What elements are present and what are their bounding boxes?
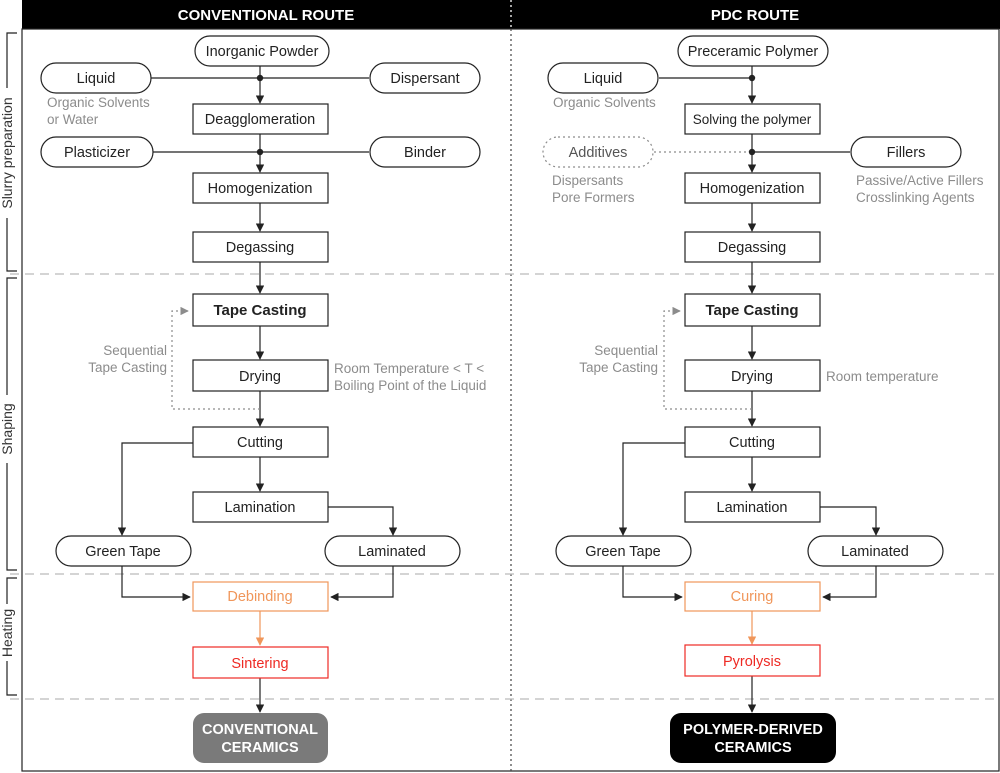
additives-note-line1: Dispersants: [552, 173, 624, 188]
node-lamination: Lamination: [192, 491, 329, 523]
node-fillers: Fillers: [850, 136, 962, 168]
svg-text:Green Tape: Green Tape: [85, 544, 161, 560]
node-pdc-cutting: Cutting: [684, 426, 821, 458]
svg-text:Degassing: Degassing: [718, 240, 787, 256]
node-curing: Curing: [684, 581, 821, 612]
node-pdc-lamination: Lamination: [684, 491, 821, 523]
node-pdc-tape-casting: Tape Casting: [684, 293, 821, 327]
fillers-note-line2: Crosslinking Agents: [856, 190, 975, 205]
svg-text:Liquid: Liquid: [77, 71, 116, 87]
node-homogenization: Homogenization: [192, 172, 329, 204]
svg-text:Laminated: Laminated: [358, 544, 426, 560]
pdc-route-header: PDC ROUTE: [711, 7, 799, 24]
node-conventional-ceramics: CONVENTIONAL CERAMICS: [193, 713, 328, 763]
additives-note-line2: Pore Formers: [552, 190, 635, 205]
svg-text:Solving the polymer: Solving the polymer: [693, 112, 812, 127]
node-pdc-green-tape: Green Tape: [555, 535, 692, 567]
svg-text:Plasticizer: Plasticizer: [64, 145, 130, 161]
svg-text:Liquid: Liquid: [584, 71, 623, 87]
svg-text:CONVENTIONAL: CONVENTIONAL: [202, 722, 318, 738]
svg-text:Drying: Drying: [239, 369, 281, 385]
svg-text:Cutting: Cutting: [237, 435, 283, 451]
svg-text:Homogenization: Homogenization: [700, 181, 805, 197]
svg-text:Additives: Additives: [569, 145, 628, 161]
svg-text:Pyrolysis: Pyrolysis: [723, 654, 781, 670]
svg-text:POLYMER-DERIVED: POLYMER-DERIVED: [683, 722, 823, 738]
svg-text:Tape Casting: Tape Casting: [213, 302, 306, 319]
node-solving-polymer: Solving the polymer: [684, 103, 821, 135]
node-pdc-drying: Drying: [684, 359, 821, 392]
svg-text:Tape Casting: Tape Casting: [705, 302, 798, 319]
node-additives: Additives: [542, 136, 654, 168]
node-drying: Drying: [192, 359, 329, 392]
stage-bracket-shaping: [6, 277, 17, 571]
svg-text:Curing: Curing: [731, 589, 774, 605]
node-cutting: Cutting: [192, 426, 329, 458]
node-pyrolysis: Pyrolysis: [684, 644, 821, 677]
liquid-note-line1: Organic Solvents: [47, 95, 150, 110]
svg-text:Cutting: Cutting: [729, 435, 775, 451]
node-plasticizer: Plasticizer: [40, 136, 154, 168]
node-degassing: Degassing: [192, 231, 329, 263]
svg-text:Inorganic Powder: Inorganic Powder: [206, 44, 319, 60]
node-pdc-liquid: Liquid: [547, 62, 659, 94]
node-green-tape: Green Tape: [55, 535, 192, 567]
svg-text:Debinding: Debinding: [227, 589, 292, 605]
svg-text:Binder: Binder: [404, 145, 446, 161]
node-sintering: Sintering: [192, 646, 329, 679]
svg-text:Drying: Drying: [731, 369, 773, 385]
svg-text:Deagglomeration: Deagglomeration: [205, 112, 315, 128]
pdc-sequential-note-line1: Sequential: [594, 343, 658, 358]
stage-bracket-heating: [6, 577, 17, 696]
node-pdc-degassing: Degassing: [684, 231, 821, 263]
svg-text:Laminated: Laminated: [841, 544, 909, 560]
svg-text:Sintering: Sintering: [231, 656, 288, 672]
stage-label-slurry: Slurry preparation: [0, 97, 15, 208]
node-polymer-derived-ceramics: POLYMER-DERIVED CERAMICS: [670, 713, 836, 763]
svg-text:Lamination: Lamination: [717, 500, 788, 516]
header-bar: [22, 0, 1000, 29]
sequential-note-line2: Tape Casting: [88, 360, 167, 375]
liquid-note-line2: or Water: [47, 112, 99, 127]
node-preceramic-polymer: Preceramic Polymer: [677, 35, 829, 67]
pdc-sequential-note-line2: Tape Casting: [579, 360, 658, 375]
node-liquid: Liquid: [40, 62, 152, 94]
svg-text:Green Tape: Green Tape: [585, 544, 661, 560]
conventional-route-header: CONVENTIONAL ROUTE: [178, 7, 354, 24]
sequential-note-line1: Sequential: [103, 343, 167, 358]
node-laminated: Laminated: [324, 535, 461, 567]
node-dispersant: Dispersant: [369, 62, 481, 94]
pdc-drying-note: Room temperature: [826, 369, 939, 384]
stage-bracket-slurry: [6, 32, 17, 272]
node-deagglomeration: Deagglomeration: [192, 103, 329, 135]
svg-text:Dispersant: Dispersant: [390, 71, 459, 87]
svg-text:Preceramic Polymer: Preceramic Polymer: [688, 44, 819, 60]
stage-label-shaping: Shaping: [0, 403, 15, 454]
stage-label-heating: Heating: [0, 609, 15, 657]
svg-text:Lamination: Lamination: [225, 500, 296, 516]
drying-note-line2: Boiling Point of the Liquid: [334, 378, 486, 393]
node-inorganic-powder: Inorganic Powder: [194, 35, 330, 67]
svg-text:CERAMICS: CERAMICS: [714, 740, 792, 756]
svg-text:Degassing: Degassing: [226, 240, 295, 256]
svg-text:CERAMICS: CERAMICS: [221, 740, 299, 756]
svg-text:Homogenization: Homogenization: [208, 181, 313, 197]
node-binder: Binder: [369, 136, 481, 168]
fillers-note-line1: Passive/Active Fillers: [856, 173, 984, 188]
node-pdc-homogenization: Homogenization: [684, 172, 821, 204]
node-tape-casting: Tape Casting: [192, 293, 329, 327]
svg-text:Fillers: Fillers: [887, 145, 926, 161]
node-debinding: Debinding: [192, 581, 329, 612]
drying-note-line1: Room Temperature < T <: [334, 361, 484, 376]
node-pdc-laminated: Laminated: [807, 535, 944, 567]
pdc-liquid-note: Organic Solvents: [553, 95, 656, 110]
